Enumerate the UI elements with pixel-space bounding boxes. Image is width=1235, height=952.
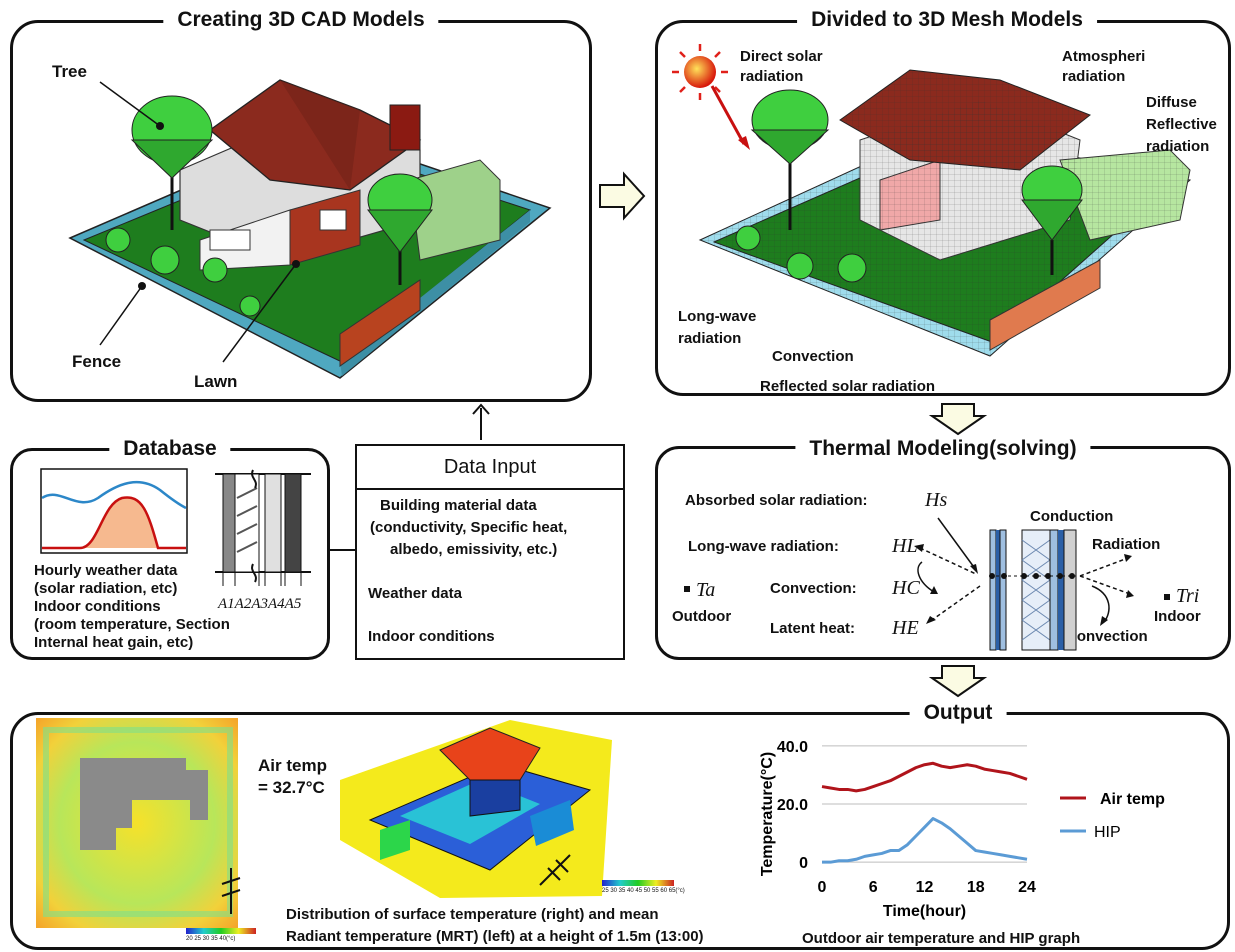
- lawn-label: Lawn: [194, 372, 238, 391]
- outdoor-label: Outdoor: [672, 608, 732, 625]
- latent-heat-symbol: HE: [892, 617, 919, 639]
- longwave-radiation-label: Long-wave radiation:: [688, 538, 839, 555]
- y-tick-label: 40.0: [777, 739, 808, 756]
- sun-icon: [672, 44, 750, 150]
- air-temp-label-2: = 32.7°C: [258, 778, 325, 797]
- mrt-scale-bar: [186, 928, 256, 934]
- y-axis-label: Temperature(°C): [759, 752, 776, 876]
- y-tick-label: 0: [799, 855, 808, 872]
- convection-indoor-label: Convection: [1066, 628, 1148, 645]
- output-caption-2: Radiant temperature (MRT) (left) at a he…: [286, 928, 704, 945]
- ta-symbol: Ta: [696, 579, 716, 601]
- tree-label: Tree: [52, 62, 87, 81]
- series-line-air-temp: [821, 761, 1028, 793]
- flow-arrow-right: [599, 171, 646, 221]
- diffuse-label-1: Diffuse: [1146, 94, 1197, 111]
- longwave-symbol: HL: [892, 535, 918, 557]
- y-tick-label: 20.0: [777, 797, 808, 814]
- diffuse-label-3: radiation: [1146, 138, 1210, 155]
- ta-marker: [684, 586, 690, 592]
- absorbed-solar-label: Absorbed solar radiation:: [685, 492, 868, 509]
- legend-label: Air temp: [1100, 791, 1165, 808]
- database-text-line-2: (solar radiation, etc): [34, 580, 178, 597]
- data-input-box: Data Input: [355, 444, 625, 660]
- thermal-panel-title: Thermal Modeling(solving): [795, 437, 1091, 461]
- tri-marker: [1164, 594, 1170, 600]
- absorbed-solar-symbol: Hs: [925, 489, 948, 511]
- graph-caption: Outdoor air temperature and HIP graph: [802, 930, 1081, 947]
- atmospheric-label-2: radiation: [1062, 68, 1126, 85]
- database-connector-line: [330, 549, 358, 551]
- convection-label: Convection: [772, 348, 854, 365]
- cad-house-illustration: [68, 79, 552, 379]
- database-text-line-5: Internal heat gain, etc): [34, 634, 194, 651]
- building-material-line-3: albedo, emissivity, etc.): [390, 541, 558, 558]
- mrt-scale-labels: 20 25 30 35 40(°c): [186, 936, 236, 942]
- longwave-label-2: radiation: [678, 330, 742, 347]
- flow-arrow-down-2: [928, 665, 988, 698]
- indoor-label: Indoor: [1154, 608, 1201, 625]
- weather-data-label: Weather data: [368, 585, 462, 602]
- longwave-label-1: Long-wave: [678, 308, 757, 325]
- conduction-label: Conduction: [1030, 508, 1114, 525]
- output-caption-1: Distribution of surface temperature (rig…: [286, 906, 659, 923]
- flow-arrow-down-1: [928, 403, 988, 436]
- building-material-line-1: Building material data: [380, 497, 537, 514]
- convection-symbol: HC: [892, 577, 920, 599]
- convection-thermal-label: Convection:: [770, 580, 857, 597]
- x-tick-label: 18: [967, 879, 985, 896]
- reflected-solar-label: Reflected solar radiation: [760, 378, 936, 395]
- x-tick-label: 12: [916, 879, 934, 896]
- wall-heat-transfer-diagram: [914, 517, 1134, 651]
- latent-heat-label: Latent heat:: [770, 620, 856, 637]
- thermal-panel: [655, 446, 1231, 660]
- indoor-conditions-label: Indoor conditions: [368, 628, 495, 645]
- air-temp-label-1: Air temp: [258, 756, 327, 775]
- wall-section-icon: [215, 469, 311, 586]
- wall-layer-labels: A1A2A3A4A5: [218, 596, 302, 612]
- tri-symbol: Tri: [1176, 585, 1200, 607]
- building-material-line-2: (conductivity, Specific heat,: [370, 519, 568, 536]
- x-tick-label: 24: [1018, 879, 1036, 896]
- direct-solar-label-2: radiation: [740, 68, 804, 85]
- series-line-hip: [822, 817, 1028, 864]
- mrt-thermal-map: [36, 718, 241, 928]
- diffuse-label-2: Reflective: [1146, 116, 1217, 133]
- surface-temperature-render: [340, 720, 612, 898]
- cad-panel-title: Creating 3D CAD Models: [163, 8, 439, 32]
- legend-label: HIP: [1094, 824, 1121, 841]
- surface-scale-bar: [602, 880, 674, 886]
- database-text-line-3: Indoor conditions: [34, 598, 161, 615]
- surface-scale-labels: 25 30 35 40 45 50 55 60 65(°c): [602, 888, 685, 894]
- data-input-title: Data Input: [357, 446, 623, 490]
- mesh-panel-title: Divided to 3D Mesh Models: [797, 8, 1097, 32]
- database-text: Hourly weather data (solar radiation, et…: [34, 562, 230, 652]
- x-axis-label: Time(hour): [883, 903, 966, 920]
- database-text-line-1: Hourly weather data: [34, 562, 178, 579]
- data-input-arrow-up: [472, 403, 490, 440]
- direct-solar-label-1: Direct solar: [740, 48, 823, 65]
- x-tick-label: 6: [869, 879, 878, 896]
- output-panel-title: Output: [909, 701, 1007, 725]
- x-tick-label: 0: [818, 879, 827, 896]
- weather-graph-icon: [40, 468, 188, 554]
- database-panel-title: Database: [109, 437, 231, 461]
- mesh-house-illustration: [698, 69, 1192, 357]
- atmospheric-label-1: Atmospheri: [1062, 48, 1146, 65]
- radiation-label: Radiation: [1092, 536, 1161, 553]
- database-text-line-4: (room temperature, Section: [34, 616, 230, 633]
- cad-leader-lines: [99, 81, 300, 363]
- fence-label: Fence: [72, 352, 122, 371]
